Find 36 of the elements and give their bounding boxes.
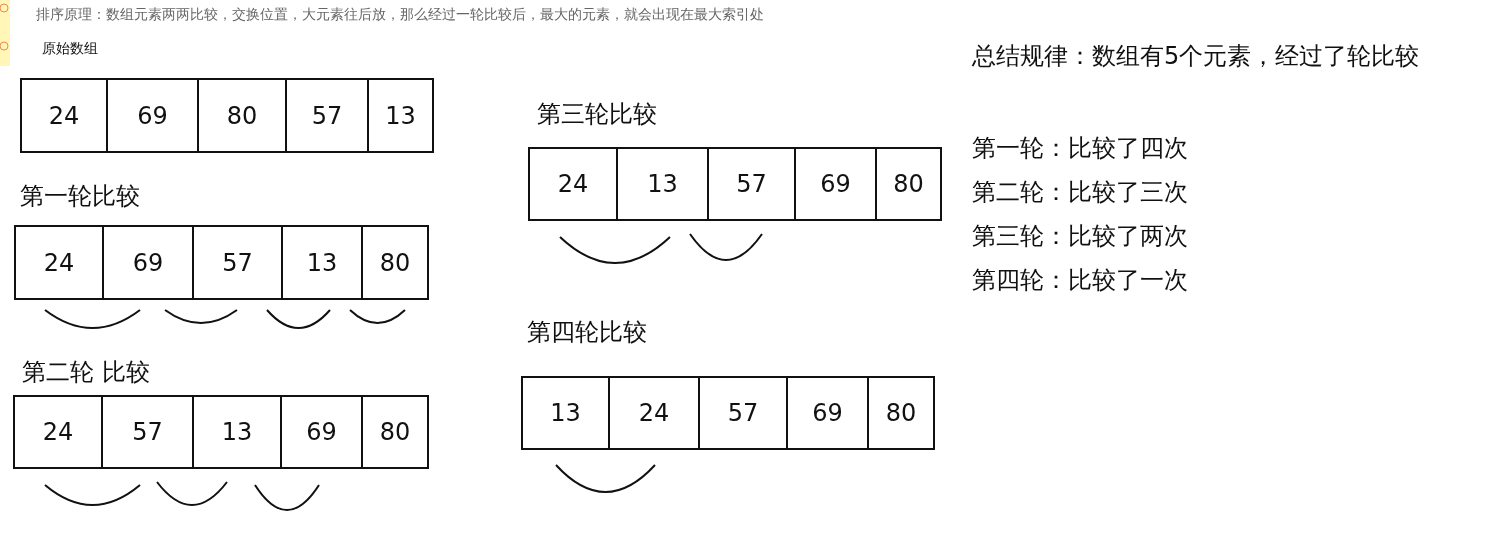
array-cell: 69 <box>104 227 194 298</box>
array-cell: 24 <box>15 397 103 467</box>
array-cell: 57 <box>194 227 283 298</box>
array-heading: 第二轮 比较 <box>22 357 150 388</box>
array-cell: 57 <box>700 378 788 448</box>
summary-line: 第二轮：比较了三次 <box>972 177 1188 208</box>
array-cell: 24 <box>22 80 108 151</box>
array-cell: 24 <box>16 227 104 298</box>
array-cell: 80 <box>869 378 933 448</box>
array-cell: 24 <box>610 378 700 448</box>
array-heading: 第四轮比较 <box>527 317 647 348</box>
array-cell: 80 <box>877 149 940 219</box>
array-heading: 第三轮比较 <box>537 99 657 130</box>
array-cell: 13 <box>618 149 709 219</box>
summary-line: 第三轮：比较了两次 <box>972 221 1188 252</box>
title: 排序原理：数组元素两两比较，交换位置，大元素往后放，那么经过一轮比较后，最大的元素，就会出现在最大索引处 <box>36 6 764 24</box>
array-cell: 69 <box>282 397 363 467</box>
summary-line: 第一轮：比较了四次 <box>972 133 1188 164</box>
array-cell: 80 <box>363 397 427 467</box>
array-cell: 13 <box>523 378 610 448</box>
array-cell: 13 <box>369 80 432 151</box>
array-cell: 57 <box>103 397 194 467</box>
array-cell: 69 <box>796 149 877 219</box>
array-cell: 69 <box>108 80 199 151</box>
array-heading: 第一轮比较 <box>20 181 140 212</box>
array-cell: 13 <box>283 227 363 298</box>
array-cell: 13 <box>194 397 282 467</box>
array-cell: 80 <box>199 80 287 151</box>
array-cell: 69 <box>788 378 869 448</box>
array-cell: 24 <box>530 149 618 219</box>
summary-text: 总结规律：数组有5个元素，经过了轮比较 <box>972 41 1421 72</box>
array-heading: 原始数组 <box>42 40 98 58</box>
array-cell: 57 <box>709 149 796 219</box>
summary-line: 第四轮：比较了一次 <box>972 265 1188 296</box>
array-cell: 80 <box>363 227 427 298</box>
array-cell: 57 <box>287 80 369 151</box>
